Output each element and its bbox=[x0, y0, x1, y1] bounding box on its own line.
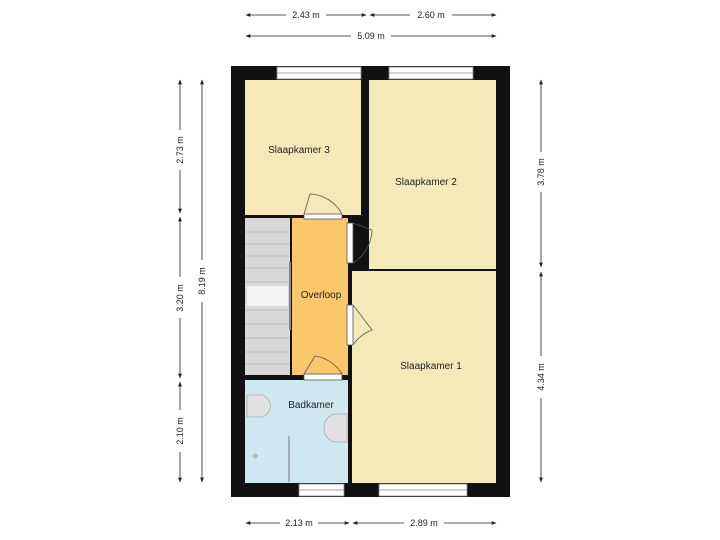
sink-icon bbox=[323, 413, 348, 443]
room-slaapkamer-3[interactable] bbox=[245, 80, 361, 215]
interior-wall bbox=[348, 218, 352, 483]
dim-label-left-middle: 3.20 m bbox=[175, 284, 185, 312]
label-overloop: Overloop bbox=[301, 290, 342, 301]
door-swing-badkamer bbox=[303, 355, 343, 375]
door-swing-slaapkamer-3 bbox=[303, 193, 343, 215]
room-slaapkamer-1[interactable] bbox=[352, 271, 496, 483]
room-slaapkamer-2[interactable] bbox=[369, 80, 496, 269]
door-slaapkamer-1[interactable] bbox=[346, 304, 354, 346]
dim-label-bottom-left: 2.13 m bbox=[285, 518, 313, 528]
dim-label-left-bottom: 2.10 m bbox=[175, 417, 185, 445]
windows bbox=[276, 66, 474, 497]
bathroom-fixtures bbox=[246, 394, 348, 482]
label-slaapkamer-2: Slaapkamer 2 bbox=[395, 177, 457, 188]
dim-label-right-bottom: 4.34 m bbox=[536, 363, 546, 391]
label-slaapkamer-3: Slaapkamer 3 bbox=[268, 145, 330, 156]
interior-wall bbox=[361, 80, 369, 218]
door-slaapkamer-2[interactable] bbox=[346, 222, 354, 264]
doors[interactable] bbox=[303, 193, 373, 381]
door-swing-slaapkamer-1 bbox=[352, 304, 373, 346]
dim-label-top-right: 2.60 m bbox=[417, 10, 445, 20]
dim-label-left-total: 8.19 m bbox=[197, 267, 207, 295]
label-badkamer: Badkamer bbox=[288, 400, 334, 411]
label-slaapkamer-1: Slaapkamer 1 bbox=[400, 361, 462, 372]
interior-wall bbox=[245, 375, 348, 380]
dim-label-right-top: 3.78 m bbox=[536, 158, 546, 186]
door-swing-slaapkamer-2 bbox=[352, 222, 373, 264]
dimension-lines bbox=[178, 13, 543, 525]
door-badkamer[interactable] bbox=[303, 373, 343, 381]
interior-wall bbox=[352, 269, 496, 271]
room-overloop[interactable] bbox=[292, 218, 348, 375]
stair-treads bbox=[245, 231, 290, 365]
dim-label-top-left: 2.43 m bbox=[292, 10, 320, 20]
shower-head-icon bbox=[252, 453, 258, 459]
dim-label-left-top: 2.73 m bbox=[175, 136, 185, 164]
door-slaapkamer-3[interactable] bbox=[303, 213, 343, 220]
dim-label-bottom-right: 2.89 m bbox=[410, 518, 438, 528]
dim-label-top-total: 5.09 m bbox=[357, 31, 385, 41]
stair-landing bbox=[247, 286, 288, 306]
toilet-icon bbox=[246, 394, 271, 418]
